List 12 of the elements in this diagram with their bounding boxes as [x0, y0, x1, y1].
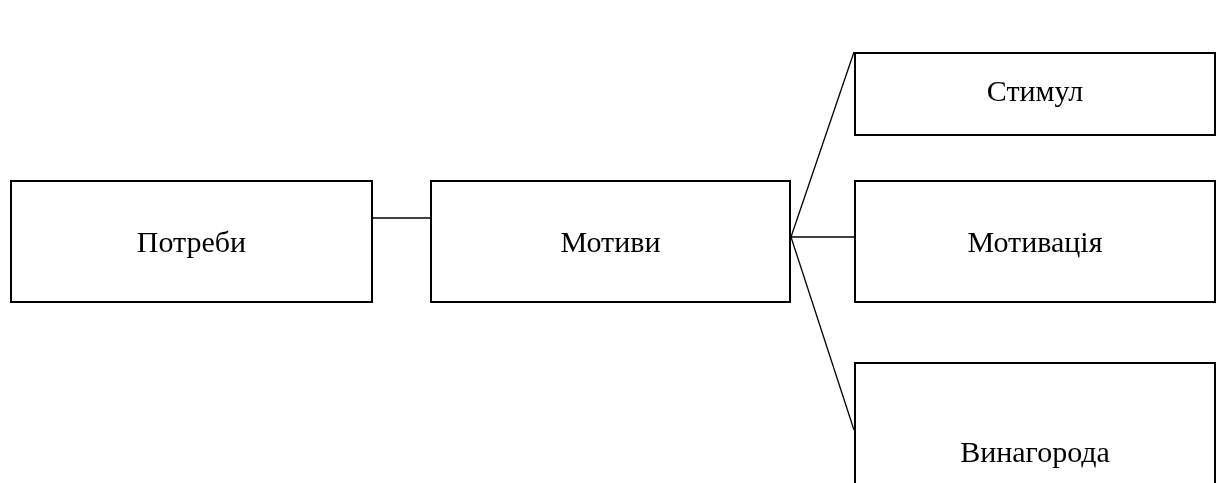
connector-line — [790, 236, 855, 238]
box-label: Винагорода — [960, 435, 1110, 469]
process-box — [854, 362, 1216, 483]
process-box — [854, 180, 1216, 303]
box-label: Мотивація — [967, 224, 1103, 259]
connector-line — [372, 217, 431, 219]
process-box — [854, 52, 1216, 136]
box-label: Стимул — [986, 74, 1084, 108]
box-label: Потреби — [136, 224, 247, 259]
process-box — [10, 180, 373, 303]
process-box — [430, 180, 791, 303]
box-label: Мотиви — [560, 224, 661, 259]
